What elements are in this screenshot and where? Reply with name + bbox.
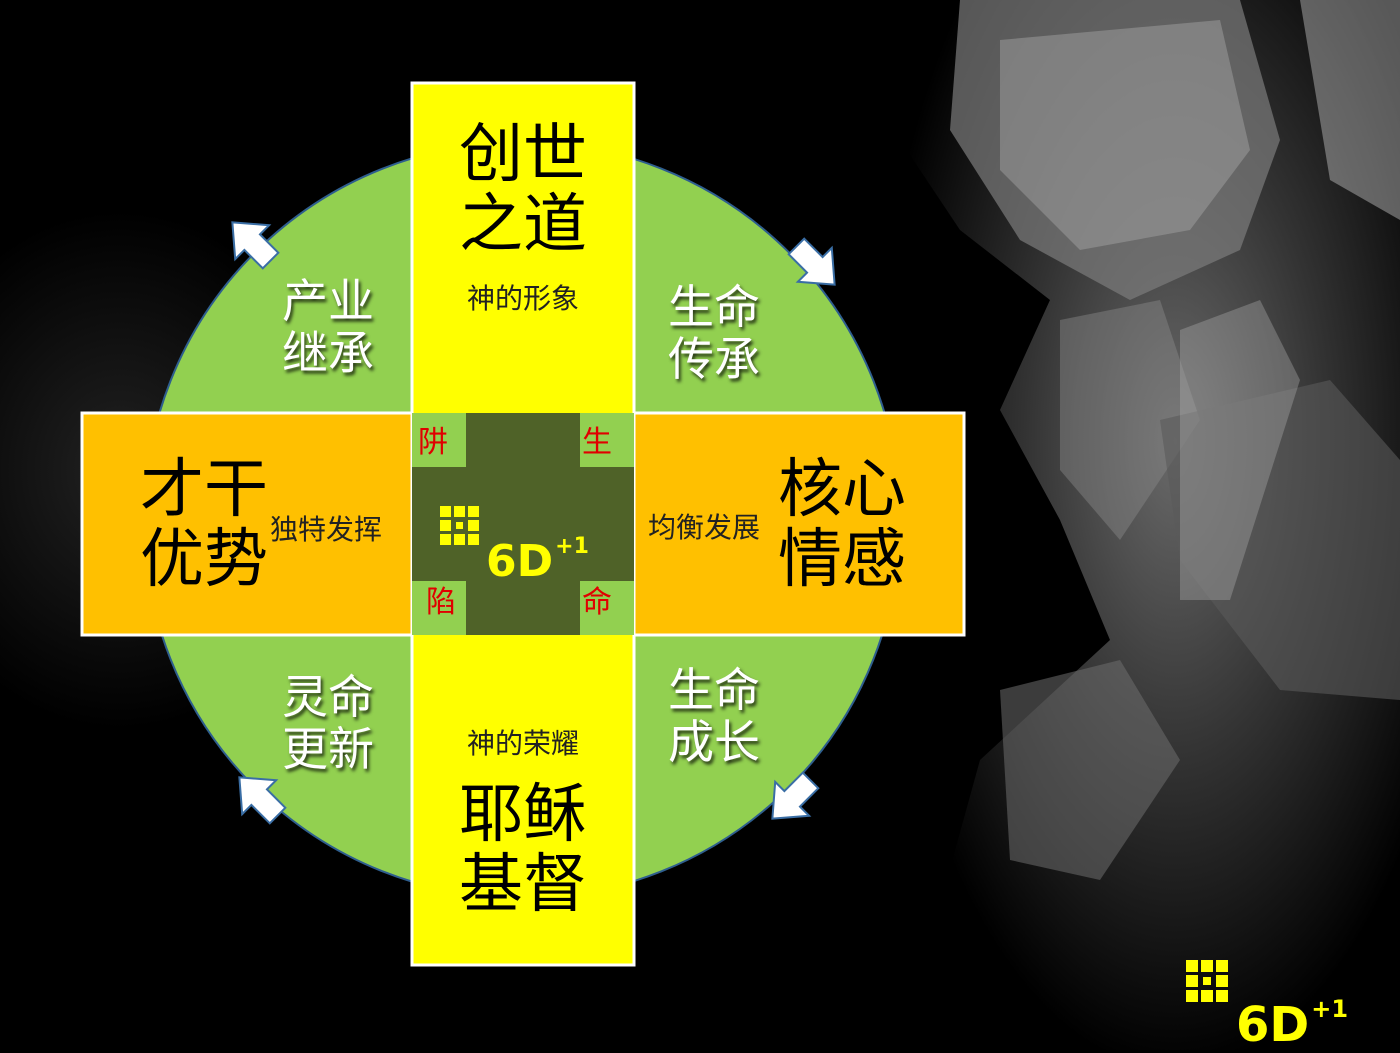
brand-logo-text: 6D — [1236, 997, 1310, 1053]
top-title: 创世 之道 — [459, 118, 587, 263]
center-logo-sup: +1 — [555, 534, 589, 559]
quadrant-bottom-right: 生命 成长 — [668, 663, 760, 769]
top-subtitle: 神的形象 — [466, 282, 579, 315]
center-corner-tr: 生 — [582, 425, 612, 460]
center-cross — [412, 413, 634, 635]
brand-logo-sup: +1 — [1311, 995, 1349, 1023]
brand-logo-mark-icon — [1186, 960, 1228, 1002]
arrow-top-right-icon — [787, 237, 836, 286]
quadrant-bottom-left: 灵命 更新 — [282, 670, 374, 776]
center-logo: 6D+1 — [486, 496, 589, 584]
bottom-title: 耶稣 基督 — [459, 778, 587, 923]
quadrant-top-right: 生命 传承 — [668, 280, 760, 386]
center-logo-text: 6D — [486, 536, 554, 587]
right-subtitle: 均衡发展 — [648, 511, 761, 544]
brand-logo: 6D+1 — [1236, 953, 1348, 1049]
quadrant-top-left: 产业 继承 — [282, 274, 374, 380]
left-title: 才干 优势 — [140, 453, 268, 598]
left-subtitle: 独特发挥 — [270, 513, 383, 546]
arrow-top-left-icon — [231, 221, 280, 270]
arrow-bottom-right-icon — [771, 771, 820, 820]
bottom-subtitle: 神的荣耀 — [466, 727, 579, 760]
arrow-bottom-left-icon — [238, 776, 287, 825]
center-logo-mark-icon — [440, 506, 479, 545]
right-title: 核心 情感 — [778, 453, 906, 598]
center-corner-bl: 陷 — [426, 585, 456, 620]
center-corner-tl: 阱 — [418, 425, 448, 460]
center-corner-br: 命 — [582, 585, 612, 620]
